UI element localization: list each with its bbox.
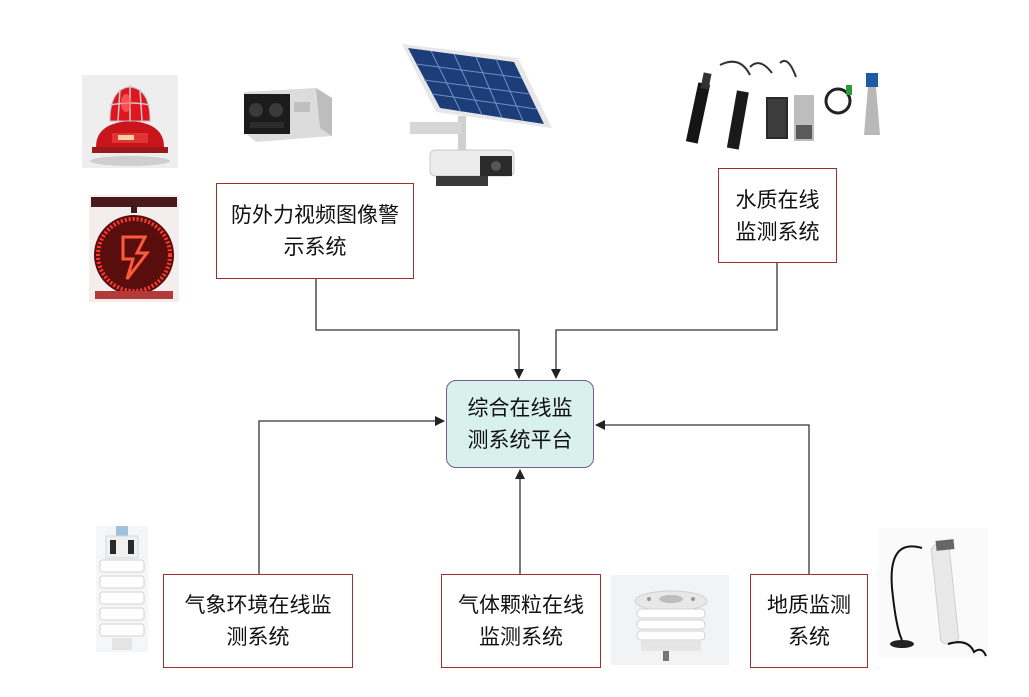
video-to-center-arrow	[315, 279, 524, 379]
video-label-line2: 示系统	[283, 235, 347, 259]
gas-particle-sensor-image	[611, 575, 729, 665]
water-label-line1: 水质在线	[735, 187, 820, 212]
weather-label-line1: 气象环境在线监	[184, 593, 332, 617]
alarm-beacon-image	[82, 75, 178, 168]
geo-label-line1: 地质监测	[767, 593, 851, 617]
led-warning-sign-image	[89, 195, 179, 302]
geology-sensor-image	[878, 528, 988, 658]
weather-system-node: 气象环境在线监 测系统	[163, 574, 353, 668]
geology-system-node: 地质监测 系统	[750, 574, 868, 668]
video-warning-system-node: 防外力视频图像警 示系统	[216, 183, 414, 279]
water-sensors-image	[685, 59, 880, 150]
weather-to-center-arrow	[258, 416, 445, 574]
water-to-center-arrow	[551, 263, 778, 379]
center-label-line2: 测系统平台	[467, 428, 573, 452]
geo-label-line2: 系统	[788, 625, 830, 649]
gas-particle-system-node: 气体颗粒在线 监测系统	[441, 574, 601, 668]
gas-label-line1: 气体颗粒在线	[458, 593, 584, 617]
geo-to-center-arrow	[595, 420, 810, 574]
video-label-line1: 防外力视频图像警	[231, 203, 399, 227]
gas-label-line2: 监测系统	[479, 625, 563, 649]
weather-label-line2: 测系统	[226, 625, 290, 649]
solar-camera-image	[402, 44, 552, 186]
binocular-camera-image	[244, 88, 332, 142]
water-quality-system-node: 水质在线 监测系统	[718, 168, 837, 263]
integrated-platform-node: 综合在线监 测系统平台	[446, 380, 594, 468]
water-label-line2: 监测系统	[735, 219, 820, 244]
center-label-line1: 综合在线监	[467, 396, 573, 420]
weather-station-image	[96, 526, 148, 652]
